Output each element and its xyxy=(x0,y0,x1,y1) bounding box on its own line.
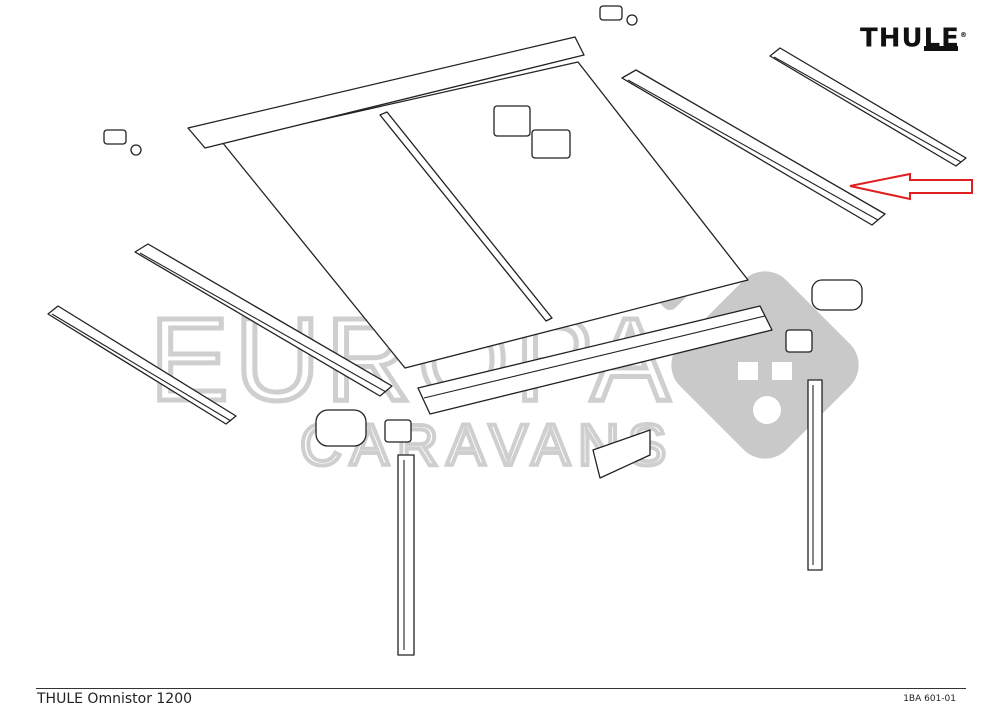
end-cap-left-front xyxy=(315,409,367,447)
bracket xyxy=(531,129,571,159)
left-leg xyxy=(397,454,415,656)
wall-bracket xyxy=(493,105,531,137)
right-rear-arm xyxy=(769,47,967,167)
end-cap-right xyxy=(811,279,863,311)
awning-fabric xyxy=(221,61,749,369)
screw xyxy=(130,144,142,156)
screw xyxy=(626,14,638,26)
top-profile xyxy=(187,36,585,149)
clip-right xyxy=(785,329,813,353)
end-cap-top xyxy=(599,5,623,21)
right-leg xyxy=(807,379,823,571)
right-upper-arm[interactable] xyxy=(621,69,886,226)
footer-title: THULE Omnistor 1200 xyxy=(37,691,193,707)
front-bar xyxy=(417,305,773,415)
handle-bracket xyxy=(592,429,651,479)
thule-logo: THULE® xyxy=(860,23,968,54)
left-upper-arm xyxy=(134,243,393,397)
tension-rod xyxy=(379,111,553,322)
highlight-arrow xyxy=(849,172,973,201)
left-lower-arm xyxy=(47,305,237,425)
end-cap-left xyxy=(103,129,127,145)
drawing-code: 1BA 601-01 xyxy=(903,694,956,704)
clip-left xyxy=(384,419,412,443)
footer-divider xyxy=(36,688,966,689)
